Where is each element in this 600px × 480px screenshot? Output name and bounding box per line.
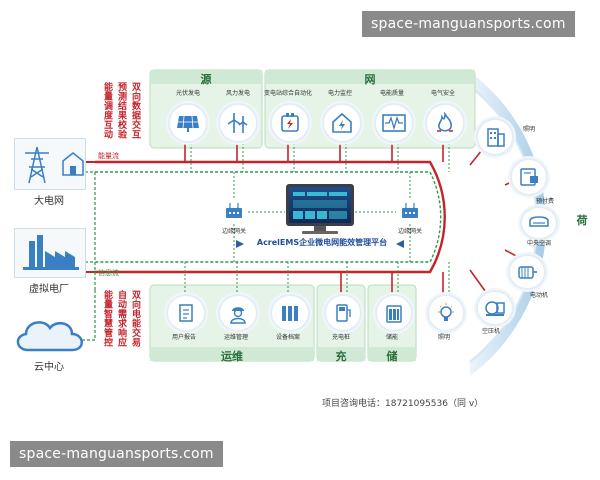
- solar-panel-icon: [177, 115, 199, 132]
- compressor-load-device: [476, 290, 514, 326]
- grid-node: [14, 138, 86, 190]
- engineer-icon: [230, 307, 246, 324]
- bottom-vtext-3: 双向电能交易: [130, 290, 140, 347]
- load-label-lighting: 照明: [522, 126, 535, 133]
- storage-device: [375, 294, 413, 332]
- contact-info: 项目咨询电话：18721095536（同 v）: [322, 399, 484, 409]
- wind-device: [218, 103, 258, 143]
- left-gateway: [224, 200, 244, 224]
- bottom-right-label: 照明: [437, 334, 450, 341]
- device-label-substation: 变电站综合自动化: [263, 90, 312, 97]
- waveform-icon: [382, 114, 406, 132]
- power-tower-icon: [25, 146, 84, 184]
- ops-label-report: 用户报告: [171, 334, 196, 341]
- ops-label-archive: 设备档案: [275, 334, 300, 341]
- load-label-compressor: 空压机: [481, 328, 500, 335]
- substation-icon: [281, 113, 299, 132]
- battery-icon: [386, 305, 402, 323]
- load-title: 荷: [576, 214, 588, 227]
- load-label-motor: 电动机: [529, 292, 548, 299]
- user-report-device: [166, 294, 206, 332]
- cloud-label: 云中心: [34, 362, 64, 373]
- cloud-icon: [16, 321, 83, 352]
- house-power-icon: [332, 112, 352, 133]
- bottom-vtext-1: 能量智慧管控: [102, 290, 112, 347]
- charger-device: [324, 294, 362, 332]
- building-icon: [487, 128, 505, 147]
- electrical-safety-device: [425, 103, 465, 143]
- virtual-plant-node: [14, 228, 86, 278]
- virtual-plant-label: 虚拟电厂: [29, 284, 69, 295]
- power-quality-device: [374, 103, 414, 143]
- device-label-quality: 电能质量: [379, 90, 404, 97]
- flame-icon: [437, 112, 453, 132]
- device-label-monitor: 电力监控: [327, 90, 352, 97]
- gateway-icon: [226, 203, 242, 218]
- ops-label-management: 运维管理: [223, 334, 248, 341]
- ev-charger-icon: [336, 304, 351, 322]
- charge-label-charger: 充电桩: [331, 334, 350, 341]
- top-vtext-1: 能量调度互动: [102, 82, 112, 139]
- archive-books-icon: [282, 306, 298, 321]
- platform-title: AcrelEMS企业微电网能效管理平台: [256, 238, 388, 247]
- info-flow-label: 信息流: [98, 269, 119, 277]
- device-archive-device: [270, 294, 310, 332]
- load-label-hvac: 中央空调: [526, 240, 551, 247]
- top-vtext-2: 预测结果校验: [116, 82, 126, 139]
- grid-label: 大电网: [34, 196, 64, 207]
- network-title: 网: [364, 73, 376, 86]
- compressor-icon: [485, 301, 505, 316]
- storage-title: 储: [386, 350, 398, 363]
- lightbulb-icon: [438, 303, 454, 321]
- ops-management-device: [218, 294, 258, 332]
- left-gateway-label: 边缘网关: [221, 228, 246, 235]
- load-label-prepaid: 预付费: [535, 198, 554, 205]
- prepaid-load-device: [510, 158, 548, 196]
- prepaid-card-icon: [520, 168, 538, 186]
- gateway-icon: [402, 203, 418, 218]
- report-scroll-icon: [179, 304, 193, 322]
- power-monitor-device: [322, 103, 362, 143]
- right-gateway: [400, 200, 420, 224]
- load-arc-band: [470, 72, 546, 376]
- wind-turbine-icon: [227, 113, 248, 133]
- watermark-bottom: space-manguansports.com: [10, 441, 223, 467]
- device-label-pv: 光伏发电: [175, 90, 200, 97]
- hvac-load-device: [520, 206, 558, 240]
- storage-label: 储能: [385, 334, 398, 341]
- energy-flow-label: 能量流: [98, 152, 119, 160]
- lighting-device-bottom: [427, 294, 465, 332]
- motor-icon: [518, 266, 537, 279]
- device-label-safety: 电气安全: [430, 90, 455, 97]
- device-label-wind: 风力发电: [225, 90, 250, 97]
- substation-device: [270, 103, 310, 143]
- ops-title: 运维: [221, 350, 243, 363]
- bottom-vtext-2: 自动需求响应: [116, 290, 126, 347]
- factory-icon: [23, 235, 79, 270]
- watermark-top: space-manguansports.com: [362, 11, 575, 37]
- cloud-node: [10, 312, 90, 356]
- info-bus: [95, 171, 442, 263]
- right-gateway-label: 边缘网关: [397, 228, 422, 235]
- pv-device: [168, 103, 208, 143]
- air-conditioner-icon: [529, 216, 549, 227]
- source-title: 源: [200, 73, 212, 86]
- power-bus: [95, 160, 446, 274]
- charge-title: 充: [335, 350, 347, 363]
- motor-load-device: [508, 254, 546, 290]
- lighting-load-device: [476, 118, 514, 156]
- top-vtext-3: 双向数据交互: [130, 82, 140, 139]
